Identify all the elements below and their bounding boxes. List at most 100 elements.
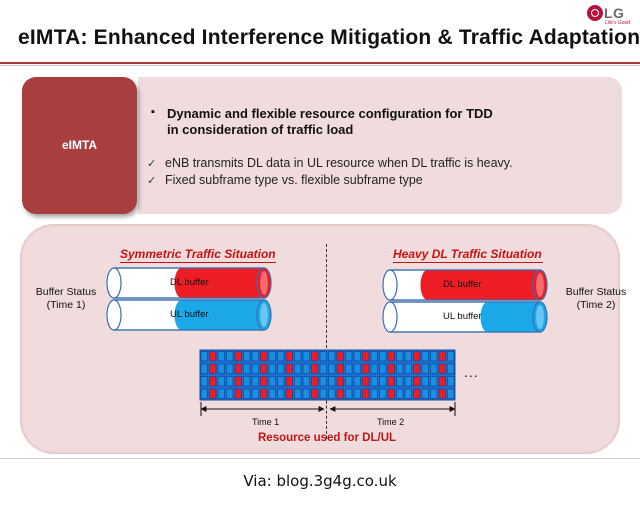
grid-cell-ul — [430, 388, 438, 399]
grid-cell-ul — [200, 363, 208, 374]
footer-divider — [0, 458, 640, 459]
grid-cell-ul — [370, 363, 378, 374]
time2-dl-buffer-label: DL buffer — [443, 279, 482, 290]
grid-cell-ul — [328, 388, 336, 399]
time1-ul-buffer-fill — [181, 300, 264, 330]
grid-cell-dl — [209, 388, 217, 399]
left-buffer-status-line2: (Time 1) — [46, 299, 86, 311]
grid-cell-dl — [362, 363, 370, 374]
grid-cell-ul — [217, 388, 225, 399]
time2-ul-buffer-fill-edge — [480, 302, 495, 332]
feature-sub-point-1: eNB transmits DL data in UL resource whe… — [165, 156, 513, 170]
grid-cell-ul — [294, 351, 302, 362]
grid-cell-dl — [413, 376, 421, 387]
resource-grid — [199, 349, 456, 401]
grid-cell-ul — [319, 388, 327, 399]
grid-cell-dl — [311, 351, 319, 362]
grid-cell-ul — [251, 388, 259, 399]
grid-cell-ul — [353, 388, 361, 399]
time2-ul-buffer-left-cap — [382, 301, 398, 333]
slide: LG Life's Good eIMTA: Enhanced Interfere… — [0, 5, 640, 454]
grid-cell-ul — [421, 376, 429, 387]
grid-cell-ul — [226, 376, 234, 387]
time1-dl-buffer-label: DL buffer — [170, 277, 209, 288]
source-credit: Via: blog.3g4g.co.uk — [243, 472, 397, 490]
grid-cell-ul — [404, 351, 412, 362]
grid-cell-ul — [328, 351, 336, 362]
grid-cell-ul — [379, 376, 387, 387]
grid-cell-dl — [413, 388, 421, 399]
grid-cell-ul — [404, 376, 412, 387]
grid-cell-ul — [379, 388, 387, 399]
time2-ul-buffer — [382, 301, 548, 333]
checkmark-icon: ✓ — [147, 158, 157, 170]
grid-cell-ul — [353, 363, 361, 374]
grid-cell-dl — [413, 351, 421, 362]
grid-cell-dl — [209, 363, 217, 374]
time2-dl-buffer-cap-highlight — [536, 273, 544, 297]
grid-cell-ul — [319, 351, 327, 362]
grid-cell-ul — [243, 388, 251, 399]
grid-cell-ul — [294, 388, 302, 399]
grid-cell-ul — [217, 376, 225, 387]
grid-cell-ul — [345, 388, 353, 399]
grid-cell-dl — [387, 376, 395, 387]
grid-cell-ul — [294, 363, 302, 374]
lg-logo-tagline: Life's Good — [605, 20, 631, 26]
grid-cell-dl — [234, 376, 242, 387]
grid-cell-ul — [226, 388, 234, 399]
grid-cell-ul — [277, 363, 285, 374]
time1-ul-buffer — [106, 299, 272, 331]
grid-cell-dl — [362, 351, 370, 362]
grid-cell-ul — [430, 351, 438, 362]
grid-cell-ul — [243, 376, 251, 387]
grid-cell-dl — [285, 388, 293, 399]
feature-main-point-line2: in consideration of traffic load — [167, 122, 354, 137]
right-situation-underline — [393, 262, 543, 263]
time1-dl-buffer-fill — [181, 268, 264, 298]
grid-cell-dl — [311, 388, 319, 399]
time1-ul-buffer-label: UL buffer — [170, 309, 209, 320]
grid-cell-ul — [302, 376, 310, 387]
grid-cell-ul — [251, 351, 259, 362]
right-buffer-status-line1: Buffer Status — [565, 286, 627, 298]
grid-cell-dl — [362, 376, 370, 387]
time1-dl-buffer-left-cap — [106, 267, 122, 299]
left-buffer-status-line1: Buffer Status — [35, 286, 97, 298]
grid-cell-ul — [217, 351, 225, 362]
grid-cell-ul — [243, 351, 251, 362]
grid-cell-dl — [311, 363, 319, 374]
grid-cell-dl — [260, 376, 268, 387]
grid-cell-ul — [370, 388, 378, 399]
left-situation-title: Symmetric Traffic Situation — [120, 247, 276, 261]
grid-cell-ul — [294, 376, 302, 387]
grid-cell-ul — [447, 351, 455, 362]
grid-cell-ul — [226, 363, 234, 374]
time2-ul-buffer-fill — [487, 302, 540, 332]
lg-logo-face-icon — [591, 9, 599, 17]
resource-caption: Resource used for DL/UL — [258, 432, 397, 444]
grid-cell-ul — [345, 376, 353, 387]
grid-cell-dl — [387, 388, 395, 399]
buffer-diagram — [106, 267, 548, 416]
grid-cell-ul — [200, 351, 208, 362]
grid-cell-dl — [336, 363, 344, 374]
time1-ul-buffer-left-cap — [106, 299, 122, 331]
grid-cell-dl — [336, 376, 344, 387]
grid-cell-dl — [438, 388, 446, 399]
grid-cell-ul — [379, 351, 387, 362]
grid-cell-dl — [260, 351, 268, 362]
grid-cell-ul — [421, 388, 429, 399]
right-situation-title: Heavy DL Traffic Situation — [393, 247, 542, 261]
grid-cell-ul — [302, 351, 310, 362]
grid-cell-dl — [413, 363, 421, 374]
grid-cell-ul — [251, 376, 259, 387]
title-divider — [0, 62, 640, 64]
grid-cell-ul — [421, 351, 429, 362]
time1-label: Time 1 — [252, 417, 280, 427]
time1-ul-buffer-fill-edge — [174, 300, 189, 330]
right-buffer-status-line2: (Time 2) — [576, 299, 616, 311]
left-buffer-status: Buffer Status (Time 1) — [28, 286, 104, 312]
grid-cell-ul — [396, 363, 404, 374]
grid-cell-ul — [302, 388, 310, 399]
